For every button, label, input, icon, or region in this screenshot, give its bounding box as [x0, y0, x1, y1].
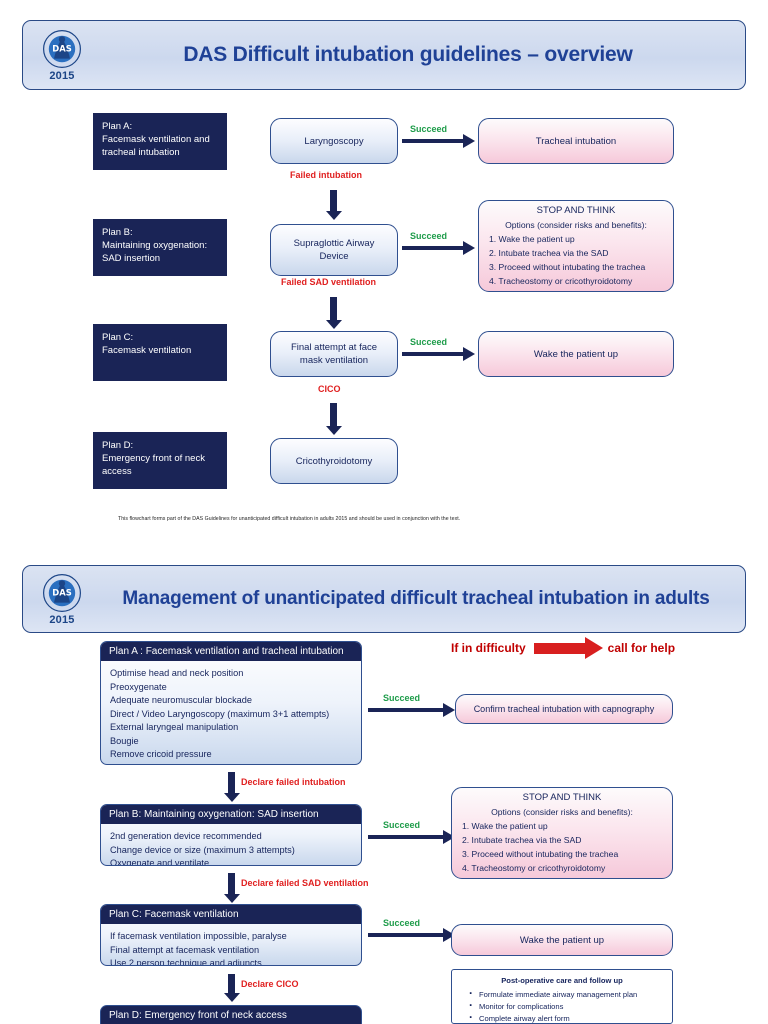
stop-and-think-subtitle-2: Options (consider risks and benefits):: [491, 807, 633, 817]
plan-c-item-3: Use 2 person technique and adjuncts: [110, 958, 262, 966]
stop-and-think-box-2[interactable]: STOP AND THINK Options (consider risks a…: [451, 787, 673, 879]
plan-a-item-8: Maintain oxygenation and anaesthesia: [110, 762, 352, 765]
node-final-facemask-attempt[interactable]: Final attempt at face mask ventilation: [270, 331, 398, 377]
plan-b-card[interactable]: Plan B: Maintaining oxygenation: SAD ins…: [100, 804, 362, 866]
arrow-succeed-s2-c: [368, 927, 455, 942]
stop2-option-3: 3. Proceed without intubating the trache…: [462, 849, 619, 859]
logo-year-2: 2015: [49, 613, 75, 626]
plan-a-item-5: External laryngeal manipulation: [110, 722, 239, 732]
arrow-s2-a-to-b: [223, 772, 240, 802]
help-arrow-icon: [533, 636, 603, 659]
plan-d-label: Plan D: Emergency front of neck access: [93, 432, 227, 489]
stop-and-think-title-2: STOP AND THINK: [522, 792, 602, 803]
plan-a-item-7: Remove cricoid pressure: [110, 749, 212, 759]
stop-option-2: 2. Intubate trachea via the SAD: [489, 248, 609, 258]
stop-and-think-box-1[interactable]: STOP AND THINK Options (consider risks a…: [478, 200, 674, 292]
arrow-c-to-d: [325, 403, 342, 435]
plan-c-card-header: Plan C: Facemask ventilation: [101, 905, 361, 924]
node-supraglottic-airway-device[interactable]: Supraglottic Airway Device: [270, 224, 398, 276]
stop-and-think-title: STOP AND THINK: [536, 205, 616, 216]
succeed-label-a: Succeed: [410, 124, 448, 134]
postop-item-2: Monitor for complications: [468, 999, 664, 1013]
plan-a-card-body: Optimise head and neck position Preoxyge…: [101, 661, 361, 765]
arrow-succeed-s2-a: [368, 702, 455, 717]
succeed-label-c: Succeed: [410, 337, 448, 347]
label-declare-failed-sad: Declare failed SAD ventilation: [241, 878, 369, 888]
stop2-option-4: 4. Tracheostomy or cricothyroidotomy: [462, 863, 606, 873]
plan-a-label: Plan A: Facemask ventilation and trachea…: [93, 113, 227, 170]
plan-b-item-1: 2nd generation device recommended: [110, 831, 262, 841]
outcome-tracheal-intubation[interactable]: Tracheal intubation: [478, 118, 674, 164]
stop2-option-1: 1. Wake the patient up: [462, 821, 548, 831]
plan-b-card-header: Plan B: Maintaining oxygenation: SAD ins…: [101, 805, 361, 824]
plan-a-item-6: Bougie: [110, 735, 139, 746]
plan-c-card-body: If facemask ventilation impossible, para…: [101, 924, 361, 966]
plan-a-card-header: Plan A : Facemask ventilation and trache…: [101, 642, 361, 661]
arrow-succeed-a: [402, 133, 475, 148]
plan-b-card-body: 2nd generation device recommended Change…: [101, 824, 361, 866]
outcome-confirm-capnography[interactable]: Confirm tracheal intubation with capnogr…: [455, 694, 673, 724]
plan-b-label: Plan B: Maintaining oxygenation: SAD ins…: [93, 219, 227, 276]
plan-c-item-2: Final attempt at facemask ventilation: [110, 944, 260, 955]
node-cricothyroidotomy[interactable]: Cricothyroidotomy: [270, 438, 398, 484]
arrow-s2-b-to-c: [223, 873, 240, 903]
succeed-label-s2-c: Succeed: [383, 918, 421, 928]
section1-footnote: This flowchart forms part of the DAS Gui…: [118, 516, 461, 522]
postop-item-3: Complete airway alert form: [468, 1011, 664, 1023]
plan-a-item-2: Preoxygenate: [110, 681, 167, 692]
help-suffix: call for help: [607, 641, 676, 655]
call-for-help-banner: If in difficulty call for help: [451, 636, 676, 659]
label-failed-sad-ventilation: Failed SAD ventilation: [281, 277, 377, 287]
stop2-option-2: 2. Intubate trachea via the SAD: [462, 835, 582, 845]
label-failed-intubation: Failed intubation: [290, 170, 362, 180]
plan-d-card-header[interactable]: Plan D: Emergency front of neck access: [100, 1005, 362, 1024]
section1-banner: DAS 2015 DAS Difficult intubation guidel…: [22, 20, 746, 90]
node-laryngoscopy[interactable]: Laryngoscopy: [270, 118, 398, 164]
label-declare-failed-intubation: Declare failed intubation: [241, 777, 346, 787]
label-declare-cico: Declare CICO: [241, 979, 299, 989]
section2-banner: DAS 2015 Management of unanticipated dif…: [22, 565, 746, 633]
arrow-succeed-s2-b: [368, 829, 455, 844]
arrow-succeed-c: [402, 346, 475, 361]
plan-c-label: Plan C: Facemask ventilation: [93, 324, 227, 381]
arrow-succeed-b: [402, 240, 475, 255]
arrow-b-to-c: [325, 297, 342, 329]
section2-title: Management of unanticipated difficult tr…: [122, 588, 710, 609]
das-logo-2: DAS 2015: [23, 566, 101, 632]
arrow-s2-c-to-d: [223, 974, 240, 1002]
das-society-emblem-icon: DAS: [43, 29, 81, 68]
plan-c-item-1: If facemask ventilation impossible, para…: [110, 931, 287, 941]
postop-list: Formulate immediate airway management pl…: [460, 987, 664, 1023]
logo-year: 2015: [49, 69, 75, 82]
succeed-label-s2-b: Succeed: [383, 820, 421, 830]
das-society-emblem-icon-2: DAS: [43, 573, 81, 612]
section1-title: DAS Difficult intubation guidelines – ov…: [183, 43, 633, 66]
stop-and-think-content: STOP AND THINK Options (consider risks a…: [479, 200, 673, 292]
postop-care-box[interactable]: Post-operative care and follow up Formul…: [451, 969, 673, 1024]
plan-a-item-4: Direct / Video Laryngoscopy (maximum 3+1…: [110, 708, 330, 719]
stop-option-4: 4. Tracheostomy or cricothyroidotomy: [489, 276, 633, 286]
help-prefix: If in difficulty: [451, 641, 526, 655]
plan-b-item-2: Change device or size (maximum 3 attempt…: [110, 844, 295, 855]
plan-c-card[interactable]: Plan C: Facemask ventilation If facemask…: [100, 904, 362, 966]
arrow-a-to-b: [325, 190, 342, 220]
plan-b-item-3: Oxygenate and ventilate: [110, 858, 210, 866]
stop-option-3: 3. Proceed without intubating the trache…: [489, 262, 646, 272]
label-cico: CICO: [318, 384, 341, 394]
plan-a-item-3: Adequate neuromuscular blockade: [110, 695, 252, 705]
plan-a-item-1: Optimise head and neck position: [110, 668, 244, 678]
svg-text:DAS: DAS: [52, 587, 72, 597]
svg-text:DAS: DAS: [52, 43, 72, 53]
stop-and-think-subtitle: Options (consider risks and benefits):: [505, 220, 647, 230]
plan-a-card[interactable]: Plan A : Facemask ventilation and trache…: [100, 641, 362, 765]
postop-item-1: Formulate immediate airway management pl…: [468, 987, 664, 1001]
das-logo: DAS 2015: [23, 21, 101, 89]
succeed-label-s2-a: Succeed: [383, 693, 421, 703]
stop-option-1: 1. Wake the patient up: [489, 234, 575, 244]
outcome-wake-patient-2[interactable]: Wake the patient up: [451, 924, 673, 956]
stop-and-think-content-2: STOP AND THINK Options (consider risks a…: [452, 787, 672, 879]
succeed-label-b: Succeed: [410, 231, 448, 241]
postop-title: Post-operative care and follow up: [501, 976, 623, 985]
outcome-wake-patient-1[interactable]: Wake the patient up: [478, 331, 674, 377]
